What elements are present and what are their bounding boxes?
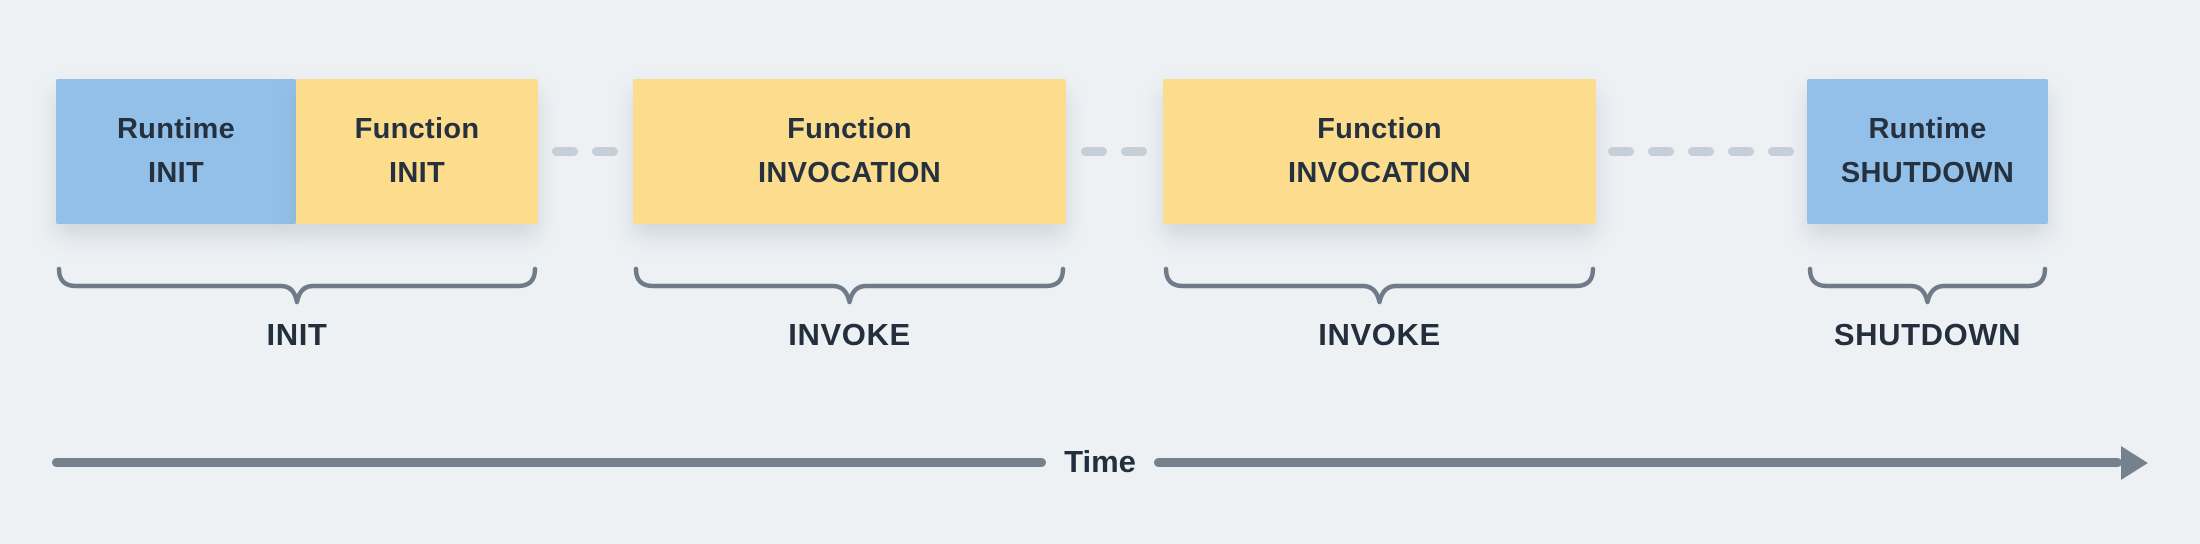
dash bbox=[1121, 147, 1147, 156]
phase-box-line: Runtime bbox=[116, 113, 236, 146]
phase-box-line: INIT bbox=[148, 156, 204, 189]
dash bbox=[552, 147, 578, 156]
phase-box-line: INIT bbox=[389, 156, 445, 189]
dash bbox=[1688, 147, 1714, 156]
dash bbox=[1648, 147, 1674, 156]
phase-box-line: Function bbox=[1317, 113, 1442, 146]
dash bbox=[1081, 147, 1107, 156]
underbrace-invoke-2-icon bbox=[1163, 266, 1596, 305]
phase-box-runtime-init: Runtime INIT bbox=[56, 79, 296, 224]
dashed-connector-icon bbox=[552, 147, 618, 156]
underbrace-shutdown-icon bbox=[1807, 266, 2048, 305]
group-label-init: INIT bbox=[266, 317, 328, 352]
phase-box-line: INVOCATION bbox=[1288, 156, 1471, 189]
dash bbox=[1608, 147, 1634, 156]
phase-box-line: SHUTDOWN bbox=[1840, 156, 2015, 189]
timeline-left-segment bbox=[52, 458, 1046, 467]
timeline-label: Time bbox=[1064, 444, 1136, 479]
phase-box-function-invocation-2: Function INVOCATION bbox=[1163, 79, 1596, 224]
group-label-invoke-2: INVOKE bbox=[1318, 317, 1441, 352]
dashed-connector-icon bbox=[1608, 147, 1794, 156]
timeline-arrowhead-icon bbox=[2121, 446, 2148, 480]
phase-box-line: Runtime bbox=[1868, 113, 1987, 146]
timeline-right-segment bbox=[1154, 458, 2122, 467]
phase-box-line: Function bbox=[354, 113, 480, 146]
group-label-invoke-1: INVOKE bbox=[788, 317, 911, 352]
phase-box-line: INVOCATION bbox=[758, 156, 941, 189]
dashed-connector-icon bbox=[1081, 147, 1147, 156]
underbrace-init-icon bbox=[56, 266, 538, 305]
dash bbox=[592, 147, 618, 156]
underbrace-invoke-1-icon bbox=[633, 266, 1066, 305]
dash bbox=[1768, 147, 1794, 156]
phase-box-line: Function bbox=[787, 113, 912, 146]
phase-box-runtime-shutdown: Runtime SHUTDOWN bbox=[1807, 79, 2048, 224]
phase-box-function-init: Function INIT bbox=[296, 79, 538, 224]
group-label-shutdown: SHUTDOWN bbox=[1833, 317, 2022, 352]
dash bbox=[1728, 147, 1754, 156]
phase-box-function-invocation-1: Function INVOCATION bbox=[633, 79, 1066, 224]
